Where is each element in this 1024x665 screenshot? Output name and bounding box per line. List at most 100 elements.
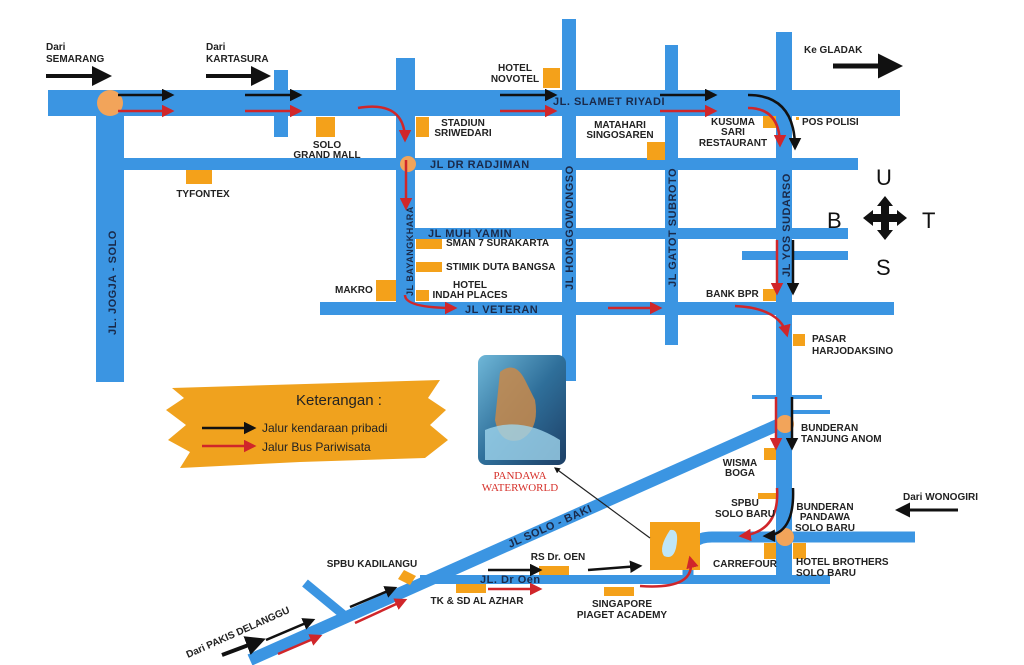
road-pakis-branch <box>302 579 348 620</box>
origin-wonogiri: Dari WONOGIRI <box>903 492 978 503</box>
building-spbu-solo-baru <box>758 493 776 499</box>
lake-icon <box>662 529 678 557</box>
building-sriwedari <box>416 117 429 137</box>
arrow-pakis-origin <box>221 636 266 657</box>
building-stimik <box>416 262 442 272</box>
building-tyfontex <box>186 170 212 184</box>
road-gatot-subroto <box>665 45 678 345</box>
label-jogja-solo: JL. JOGJA - SOLO <box>107 230 119 335</box>
roundabout-pandawa <box>776 528 794 546</box>
label-makro: MAKRO <box>335 285 373 296</box>
label-spbu-kadilangu: SPBU KADILANGU <box>327 559 418 570</box>
building-carrefour <box>764 543 776 559</box>
compass-south: S <box>876 255 891 280</box>
pointer-line-waterworld <box>554 467 651 539</box>
road-short-2 <box>792 410 830 414</box>
label-muh-yamin: JL MUH YAMIN <box>428 228 512 240</box>
legend-title: Keterangan : <box>296 392 382 409</box>
building-hotel-brothers <box>793 543 806 559</box>
road-jogja-solo <box>96 90 124 382</box>
label-veteran: JL VETERAN <box>465 304 538 316</box>
poster-splash <box>485 424 560 460</box>
road-yos-sudarso <box>776 32 792 582</box>
compass-north: U <box>876 165 892 190</box>
bus-route-pakis <box>277 634 323 656</box>
legend-bus-label: Jalur Bus Pariwisata <box>262 440 371 454</box>
bus-route-bayangkhara <box>357 105 412 143</box>
label-dr-oen: JL. Dr Oen <box>480 574 541 586</box>
building-spbu-kadilangu <box>398 570 416 585</box>
label-bayangkhara: JL BAYANGKHARA <box>405 206 415 296</box>
compass-cross-icon <box>863 196 907 240</box>
private-route-pandawa <box>762 487 795 542</box>
bus-route-baki-1 <box>354 598 408 625</box>
label-gatot-subroto: JL GATOT SUBROTO <box>667 168 679 287</box>
road-veteran <box>320 302 894 315</box>
road-short-east <box>742 251 848 260</box>
label-slamet-riyadi: JL. SLAMET RIYADI <box>553 96 665 108</box>
private-route-oen-2 <box>587 560 643 573</box>
buildings <box>186 68 806 596</box>
roads <box>48 19 915 665</box>
compass: U B T S <box>827 165 935 280</box>
road-short-1 <box>752 395 822 399</box>
bus-route-veteran-turn <box>734 304 791 338</box>
building-rs-oen <box>539 566 569 575</box>
private-route-turn <box>747 93 802 151</box>
label-honggowongso: JL HONGGOWONGSO <box>564 165 576 290</box>
bus-route-pandawa <box>738 487 779 542</box>
building-makro <box>376 280 396 301</box>
destination-gladak: Ke GLADAK <box>804 45 863 56</box>
label-al-azhar: TK & SD AL AZHAR <box>431 596 525 607</box>
poster-figure <box>495 367 536 441</box>
building-bank-bpr <box>763 289 776 301</box>
label-solo-baki: JL SOLO - BAKI <box>506 503 594 551</box>
label-pos-polisi: POS POLISI <box>802 117 859 128</box>
building-grand-mall <box>316 117 335 137</box>
label-stimik: STIMIK DUTA BANGSA <box>446 262 555 273</box>
label-sman7: SMAN 7 SURAKARTA <box>446 238 549 249</box>
road-muh-yamin <box>396 228 848 239</box>
building-sman7 <box>416 239 442 249</box>
building-wisma-boga <box>764 448 776 460</box>
routes <box>46 53 958 657</box>
bus-route-waterworld <box>639 555 699 588</box>
label-radjiman: JL DR RADJIMAN <box>430 159 530 171</box>
building-matahari <box>647 142 665 160</box>
label-yos-sudarso: JL YOS SUDARSO <box>781 173 793 277</box>
roundabout-kerten <box>97 90 123 116</box>
building-pasar <box>793 334 805 346</box>
legend: Keterangan : Jalur kendaraan pribadi Jal… <box>166 380 448 468</box>
building-al-azhar <box>456 584 486 593</box>
road-kartasura-cross <box>274 70 288 137</box>
road-dr-oen <box>420 575 830 584</box>
building-novotel <box>543 68 560 88</box>
legend-private-label: Jalur kendaraan pribadi <box>262 421 387 435</box>
label-tyfontex: TYFONTEX <box>176 189 230 200</box>
compass-west: B <box>827 208 842 233</box>
road-solo-baki <box>247 417 785 665</box>
bus-route-turn <box>747 106 787 148</box>
label-rs-oen: RS Dr. OEN <box>531 552 585 563</box>
bus-route-veteran <box>403 294 458 315</box>
roundabout-tanjung-anom <box>776 415 794 433</box>
label-bank-bpr: BANK BPR <box>706 289 760 300</box>
compass-east: T <box>922 208 935 233</box>
